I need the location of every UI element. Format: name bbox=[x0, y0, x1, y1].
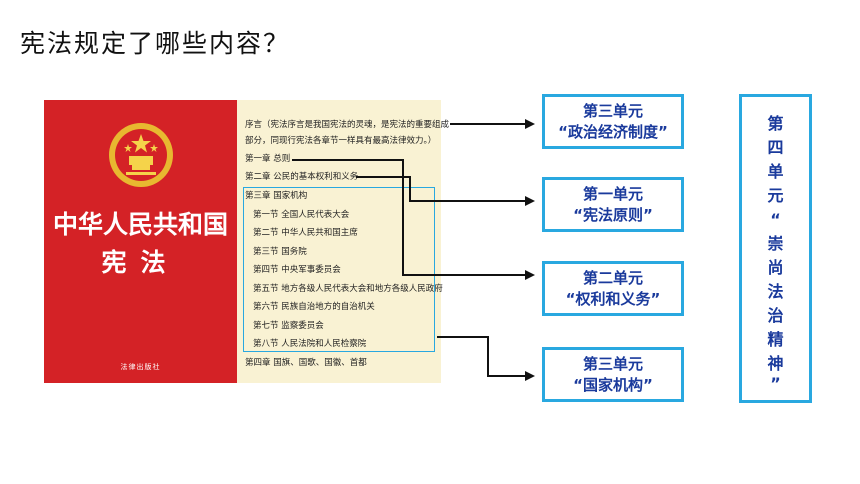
unit-subtitle: “政治经济制度” bbox=[558, 123, 668, 141]
unit4-char: 神 bbox=[767, 354, 784, 373]
toc-line-chapter-2: 第二章 公民的基本权利和义务 bbox=[245, 172, 359, 182]
unit4-box-rule-of-law: 第 四 单 元 “ 崇 尚 法 治 精 神 ” bbox=[739, 94, 812, 403]
unit-box-political-economic: 第三单元 “政治经济制度” bbox=[542, 94, 684, 149]
arrow-chapter-2 bbox=[356, 176, 535, 206]
chapter-3-highlight bbox=[243, 187, 435, 352]
unit-box-state-organs: 第三单元 “国家机构” bbox=[542, 347, 684, 402]
toc-line-section-4: 第四节 中央军事委员会 bbox=[253, 265, 341, 275]
toc-line-section-3: 第三节 国务院 bbox=[253, 247, 307, 257]
cover-publisher: 法律出版社 bbox=[120, 363, 161, 371]
toc-line-preface-1: 序言（宪法序言是我国宪法的灵魂，是宪法的重要组成 bbox=[245, 120, 450, 130]
unit4-char: 法 bbox=[767, 282, 784, 301]
arrow-chapter-1 bbox=[292, 159, 535, 280]
unit4-char: 精 bbox=[767, 330, 784, 349]
unit4-char: 第 bbox=[767, 114, 784, 133]
unit-box-constitution-principles: 第一单元 “宪法原则” bbox=[542, 177, 684, 232]
cover-title: 中华人民共和国 bbox=[52, 210, 228, 239]
table-of-contents: 序言（宪法序言是我国宪法的灵魂，是宪法的重要组成 部分，同现行宪法各章节一样具有… bbox=[237, 100, 449, 383]
arrow-chapter-3 bbox=[437, 336, 535, 381]
unit-box-rights-duties: 第二单元 “权利和义务” bbox=[542, 261, 684, 316]
toc-line-section-7: 第七节 监察委员会 bbox=[253, 321, 324, 331]
toc-line-chapter-3: 第三章 国家机构 bbox=[245, 191, 308, 201]
toc-line-chapter-4: 第四章 国旗、国歌、国徽、首都 bbox=[245, 358, 367, 368]
unit4-char: 治 bbox=[767, 306, 784, 325]
unit-title: 第一单元 bbox=[582, 185, 643, 203]
unit4-char: 元 bbox=[767, 186, 784, 205]
unit-title: 第二单元 bbox=[582, 269, 643, 287]
toc-line-section-2: 第二节 中华人民共和国主席 bbox=[253, 228, 358, 238]
unit4-char: 单 bbox=[767, 162, 784, 181]
toc-line-section-6: 第六节 民族自治地方的自治机关 bbox=[253, 302, 375, 312]
unit4-char: 尚 bbox=[767, 258, 784, 277]
unit-subtitle: “国家机构” bbox=[573, 376, 653, 394]
unit4-char: 四 bbox=[767, 138, 784, 157]
constitution-book-cover: 中华人民共和国 宪法 法律出版社 bbox=[44, 100, 237, 383]
toc-line-chapter-1: 第一章 总则 bbox=[245, 154, 291, 164]
cover-subtitle: 宪法 bbox=[101, 248, 180, 277]
unit-title: 第三单元 bbox=[582, 102, 643, 120]
toc-line-preface-2: 部分，同现行宪法各章节一样具有最高法律效力。） bbox=[245, 136, 437, 146]
unit-subtitle: “权利和义务” bbox=[565, 290, 661, 308]
unit4-char: ” bbox=[770, 374, 781, 393]
unit-subtitle: “宪法原则” bbox=[573, 206, 653, 224]
national-emblem-icon bbox=[109, 123, 173, 187]
unit4-char: 崇 bbox=[767, 234, 784, 253]
toc-line-section-8: 第八节 人民法院和人民检察院 bbox=[253, 339, 367, 349]
toc-line-section-1: 第一节 全国人民代表大会 bbox=[253, 210, 350, 220]
toc-line-section-5: 第五节 地方各级人民代表大会和地方各级人民政府 bbox=[253, 284, 443, 294]
unit-title: 第三单元 bbox=[582, 355, 643, 373]
unit4-char: “ bbox=[770, 210, 781, 229]
page-title: 宪法规定了哪些内容？ bbox=[20, 29, 291, 58]
